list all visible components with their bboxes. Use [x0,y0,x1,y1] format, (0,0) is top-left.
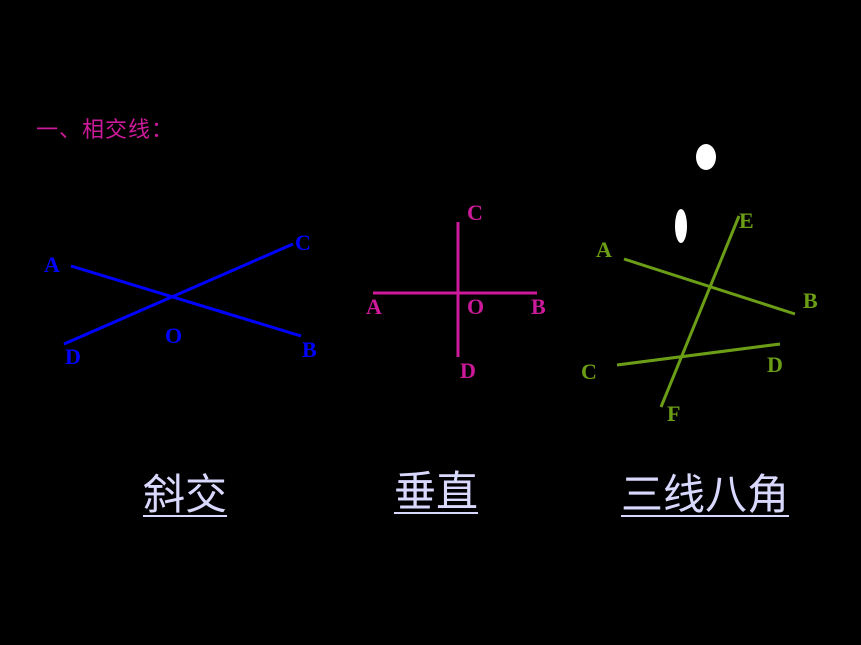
marker-dot-icon [696,144,716,170]
three-label-a: A [596,237,612,262]
marker-dot-icon [675,209,687,243]
perp-label-a: A [366,294,382,319]
oblique-label-a: A [44,252,60,277]
perp-label-c: C [467,200,483,225]
three-label-f: F [667,401,680,426]
section-heading: 一、相交线： [36,118,175,143]
oblique-figure [63,242,302,346]
oblique-label-c: C [295,230,311,255]
perp-label-o: O [467,294,484,319]
perp-label-b: B [531,294,546,319]
link-perpendicular[interactable]: 垂直 [394,467,479,516]
three-label-e: E [739,208,754,233]
line-ef [659,215,741,408]
three-label-c: C [581,359,597,384]
oblique-label-d: D [65,344,81,369]
perp-label-d: D [460,358,476,383]
link-oblique[interactable]: 斜交 [143,470,228,519]
oblique-label-o: O [165,323,182,348]
oblique-label-b: B [302,337,317,362]
three-label-d: D [767,352,783,377]
three-label-b: B [803,288,818,313]
line-ab [70,264,302,338]
line-cd [616,342,781,367]
line-cd [63,242,294,346]
link-three-lines-eight-angles[interactable]: 三线八角 [621,470,790,519]
